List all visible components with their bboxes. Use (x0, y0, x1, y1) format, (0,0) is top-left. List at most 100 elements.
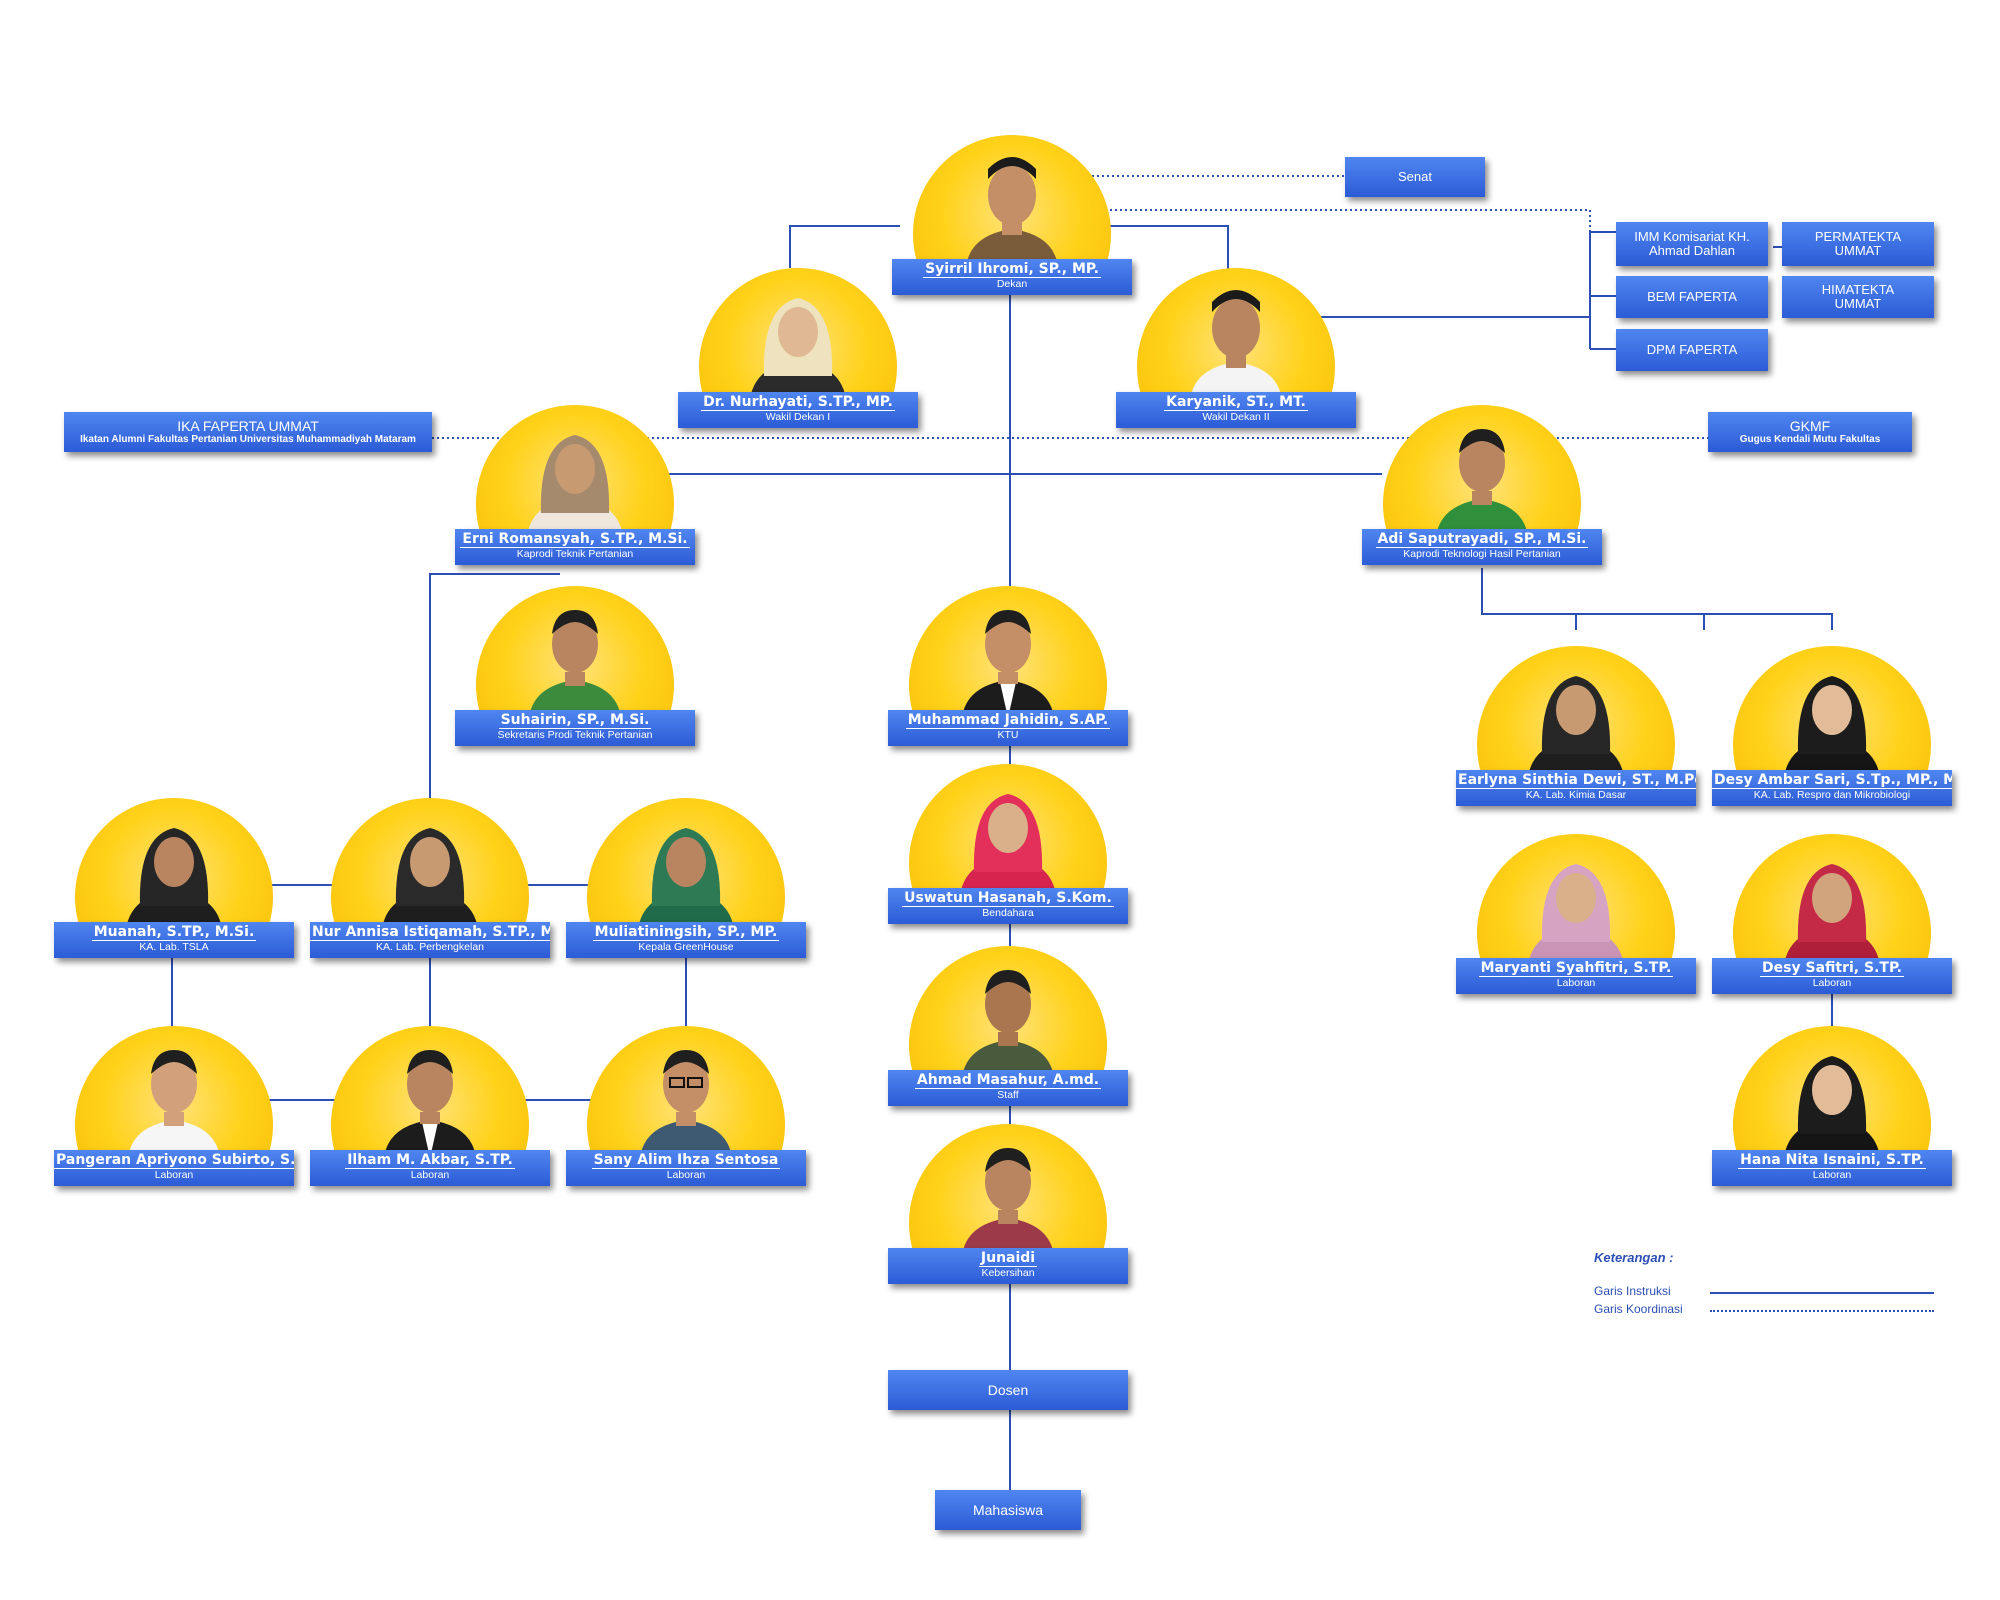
ika-subtitle: Ikatan Alumni Fakultas Pertanian Univers… (80, 433, 416, 445)
woman-hijab-avatar (1784, 1056, 1880, 1158)
person-role: KTU (997, 729, 1019, 741)
person-name: Uswatun Hasanah, S.Kom. (902, 890, 1114, 907)
card-nur-annisa: Nur Annisa Istiqamah, S.TP., MT. KA. Lab… (310, 798, 550, 958)
mahasiswa-box: Mahasiswa (935, 1490, 1081, 1530)
person-role: Sekretaris Prodi Teknik Pertanian (497, 729, 653, 741)
card-staff: Ahmad Masahur, A.md. Staff (888, 946, 1128, 1106)
card-maryanti: Maryanti Syahfitri, S.TP. Laboran (1456, 834, 1696, 994)
name-plate: Ahmad Masahur, A.md. Staff (888, 1070, 1128, 1106)
woman-hijab-avatar (382, 828, 478, 930)
name-plate: Muhammad Jahidin, S.AP. KTU (888, 710, 1128, 746)
person-role: Laboran (1812, 1169, 1852, 1181)
name-plate: Nur Annisa Istiqamah, S.TP., MT. KA. Lab… (310, 922, 550, 958)
person-role: Kaprodi Teknik Pertanian (516, 548, 634, 560)
himatekta-label: HIMATEKTA UMMAT (1821, 282, 1895, 311)
person-name: Suhairin, SP., M.Si. (498, 712, 652, 729)
dosen-box: Dosen (888, 1370, 1128, 1410)
name-plate: Karyanik, ST., MT. Wakil Dekan II (1116, 392, 1356, 428)
dosen-label: Dosen (987, 1381, 1029, 1398)
person-role: Laboran (410, 1169, 450, 1181)
woman-hijab-avatar (527, 435, 623, 537)
man-avatar (384, 1050, 476, 1158)
card-bendahara: Uswatun Hasanah, S.Kom. Bendahara (888, 764, 1128, 924)
card-muliatiningsih: Muliatiningsih, SP., MP. Kepala GreenHou… (566, 798, 806, 958)
name-plate: Ilham M. Akbar, S.TP. Laboran (310, 1150, 550, 1186)
legend: Keterangan : Garis Instruksi Garis Koord… (1580, 1250, 1940, 1320)
name-plate: Hana Nita Isnaini, S.TP. Laboran (1712, 1150, 1952, 1186)
name-plate: Pangeran Apriyono Subirto, S.TP. Laboran (54, 1150, 294, 1186)
woman-hijab-avatar (1784, 676, 1880, 778)
name-plate: Earlyna Sinthia Dewi, ST., M.Pd. KA. Lab… (1456, 770, 1696, 806)
card-hana: Hana Nita Isnaini, S.TP. Laboran (1712, 1026, 1952, 1186)
person-role: Laboran (1812, 977, 1852, 989)
person-name: Junaidi (978, 1250, 1038, 1267)
bem-label: BEM FAPERTA (1647, 289, 1737, 304)
card-pangeran: Pangeran Apriyono Subirto, S.TP. Laboran (54, 1026, 294, 1186)
legend-dotted-line (1710, 1310, 1934, 1312)
person-name: Muhammad Jahidin, S.AP. (905, 712, 1111, 729)
person-name: Adi Saputrayadi, SP., M.Si. (1375, 531, 1589, 548)
man-avatar (962, 1148, 1054, 1256)
man-with-cap-avatar (1190, 290, 1282, 400)
ika-title: IKA FAPERTA UMMAT (177, 417, 319, 434)
name-plate: Suhairin, SP., M.Si. Sekretaris Prodi Te… (455, 710, 695, 746)
card-sekretaris-prodi: Suhairin, SP., M.Si. Sekretaris Prodi Te… (455, 586, 695, 746)
person-role: Wakil Dekan I (765, 411, 831, 423)
name-plate: Uswatun Hasanah, S.Kom. Bendahara (888, 888, 1128, 924)
person-name: Pangeran Apriyono Subirto, S.TP. (54, 1152, 294, 1169)
name-plate: Adi Saputrayadi, SP., M.Si. Kaprodi Tekn… (1362, 529, 1602, 565)
ika-box: IKA FAPERTA UMMAT Ikatan Alumni Fakultas… (64, 412, 432, 452)
person-role: Dekan (996, 278, 1028, 290)
card-desy-safitri: Desy Safitri, S.TP. Laboran (1712, 834, 1952, 994)
card-kebersihan: Junaidi Kebersihan (888, 1124, 1128, 1284)
person-name: Desy Safitri, S.TP. (1760, 960, 1904, 977)
person-name: Karyanik, ST., MT. (1164, 394, 1308, 411)
legend-koordinasi: Garis Koordinasi (1594, 1302, 1934, 1316)
name-plate: Desy Safitri, S.TP. Laboran (1712, 958, 1952, 994)
person-name: Muanah, S.TP., M.Si. (91, 924, 257, 941)
himatekta-box: HIMATEKTA UMMAT (1782, 276, 1934, 318)
name-plate: Dr. Nurhayati, S.TP., MP. Wakil Dekan I (678, 392, 918, 428)
mahasiswa-label: Mahasiswa (972, 1501, 1044, 1518)
name-plate: Muanah, S.TP., M.Si. KA. Lab. TSLA (54, 922, 294, 958)
card-dekan: Syirril Ihromi, SP., MP. Dekan (892, 135, 1132, 295)
person-role: Staff (997, 1089, 1019, 1101)
person-role: Laboran (1556, 977, 1596, 989)
person-name: Dr. Nurhayati, S.TP., MP. (701, 394, 895, 411)
permatekta-box: PERMATEKTA UMMAT (1782, 222, 1934, 266)
imm-label: IMM Komisariat KH. Ahmad Dahlan (1634, 229, 1750, 258)
name-plate: Desy Ambar Sari, S.Tp., MP., M.Sc. KA. L… (1712, 770, 1952, 806)
person-name: Nur Annisa Istiqamah, S.TP., MT. (310, 924, 550, 941)
person-name: Muliatiningsih, SP., MP. (592, 924, 780, 941)
person-role: Laboran (154, 1169, 194, 1181)
name-plate: Sany Alim Ihza Sentosa Laboran (566, 1150, 806, 1186)
card-muanah: Muanah, S.TP., M.Si. KA. Lab. TSLA (54, 798, 294, 958)
card-kaprodi-teknologi-hasil-pertanian: Adi Saputrayadi, SP., M.Si. Kaprodi Tekn… (1362, 405, 1602, 565)
card-ktu: Muhammad Jahidin, S.AP. KTU (888, 586, 1128, 746)
gkmf-subtitle: Gugus Kendali Mutu Fakultas (1739, 433, 1881, 445)
woman-hijab-avatar (1528, 676, 1624, 778)
name-plate: Junaidi Kebersihan (888, 1248, 1128, 1284)
person-role: Wakil Dekan II (1202, 411, 1270, 423)
senat-box: Senat (1345, 157, 1485, 197)
legend-instruksi: Garis Instruksi (1594, 1284, 1934, 1298)
legend-instruksi-label: Garis Instruksi (1594, 1284, 1671, 1298)
dpm-label: DPM FAPERTA (1646, 342, 1738, 357)
person-name: Syirril Ihromi, SP., MP. (923, 261, 1101, 278)
person-role: Kaprodi Teknologi Hasil Pertanian (1403, 548, 1561, 560)
name-plate: Syirril Ihromi, SP., MP. Dekan (892, 259, 1132, 295)
person-name: Hana Nita Isnaini, S.TP. (1738, 1152, 1926, 1169)
woman-hijab-avatar (960, 794, 1056, 896)
card-wakil-dekan-2: Karyanik, ST., MT. Wakil Dekan II (1116, 268, 1356, 428)
woman-hijab-avatar (126, 828, 222, 930)
person-name: Sany Alim Ihza Sentosa (591, 1152, 781, 1169)
card-ilham: Ilham M. Akbar, S.TP. Laboran (310, 1026, 550, 1186)
card-desy-ambar-sari: Desy Ambar Sari, S.Tp., MP., M.Sc. KA. L… (1712, 646, 1952, 806)
card-sany: Sany Alim Ihza Sentosa Laboran (566, 1026, 806, 1186)
card-wakil-dekan-1: Dr. Nurhayati, S.TP., MP. Wakil Dekan I (678, 268, 918, 428)
person-name: Ahmad Masahur, A.md. (914, 1072, 1102, 1089)
legend-koordinasi-label: Garis Koordinasi (1594, 1302, 1683, 1316)
person-role: KA. Lab. Respro dan Mikrobiologi (1753, 789, 1911, 801)
gkmf-box: GKMF Gugus Kendali Mutu Fakultas (1708, 412, 1912, 452)
card-earlyna: Earlyna Sinthia Dewi, ST., M.Pd. KA. Lab… (1456, 646, 1696, 806)
